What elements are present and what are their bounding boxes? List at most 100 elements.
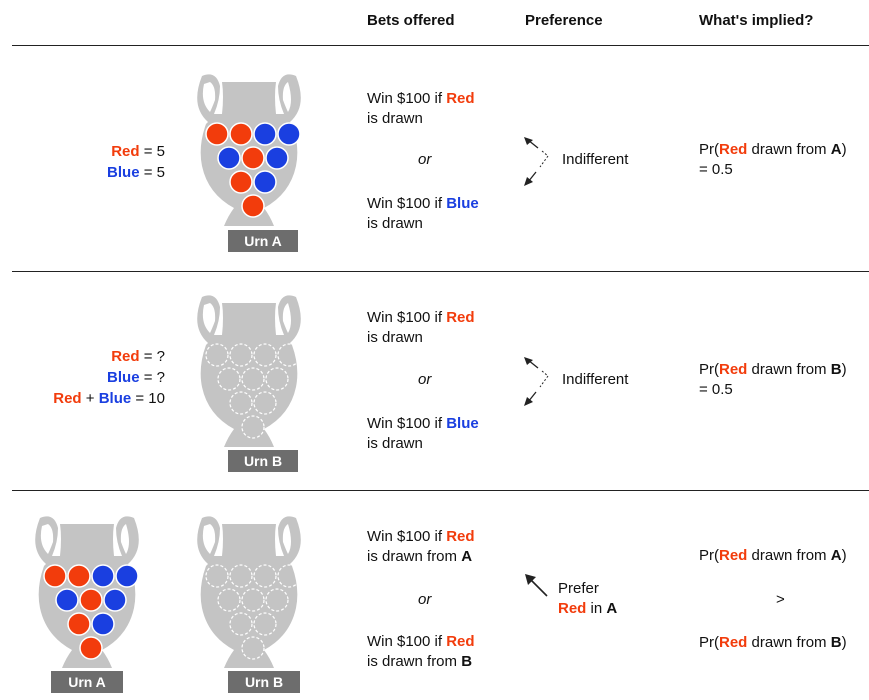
unknown-ball (241, 367, 265, 391)
implied-text: ) (841, 141, 847, 158)
bet-text: is drawn (367, 110, 423, 127)
row3-implied-b: Pr(Red drawn from B) (699, 634, 847, 651)
row2-ball-counts: Red = ? Blue = ? Red + Blue = 10 (53, 346, 165, 409)
red-word: Red (446, 309, 475, 326)
urn-b-label: Urn B (228, 450, 298, 472)
urn-a-balls (205, 122, 301, 218)
count-value: + (85, 390, 95, 407)
preference-text: Prefer (558, 580, 599, 597)
blue-ball (103, 588, 127, 612)
row2-implied: Pr(Red drawn from B) = 0.5 (699, 360, 847, 400)
urn-letter: B (830, 634, 842, 651)
red-word: Red (719, 361, 748, 378)
urn-body (197, 516, 301, 668)
blue-word: Blue (446, 415, 479, 432)
row2-preference: Indifferent (562, 371, 629, 388)
blue-word: Blue (446, 195, 479, 212)
urn-letter: A (830, 547, 842, 564)
blue-ball (277, 122, 301, 146)
row1-bet-red: Win $100 if Red is drawn (367, 89, 475, 129)
unknown-ball (265, 588, 289, 612)
implied-text: drawn from (751, 361, 827, 378)
unknown-ball (217, 588, 241, 612)
urn-b-vase-row3 (197, 516, 301, 668)
implied-text: drawn from (751, 547, 827, 564)
urn-a-label-row3: Urn A (51, 671, 123, 693)
implied-value: = 0.5 (699, 161, 733, 178)
unknown-ball (265, 367, 289, 391)
red-ball (241, 146, 265, 170)
urn-a-balls-row3 (43, 564, 139, 660)
unknown-ball (277, 564, 301, 588)
urn-b-vase (197, 295, 301, 447)
row2-bet-red: Win $100 if Red is drawn (367, 308, 475, 348)
bet-text: Win $100 if (367, 633, 443, 650)
bet-text: is drawn from (367, 653, 458, 670)
unknown-ball (241, 415, 265, 439)
blue-ball (91, 564, 115, 588)
row2-or: or (418, 371, 432, 388)
row1-bet-blue: Win $100 if Blue is drawn (367, 194, 479, 234)
red-ball (43, 564, 67, 588)
implied-text: Pr( (699, 361, 719, 378)
red-word: Red (719, 634, 748, 651)
blue-ball (115, 564, 139, 588)
bet-text: Win $100 if (367, 90, 443, 107)
bet-text: is drawn (367, 329, 423, 346)
row1-preference: Indifferent (562, 151, 629, 168)
unknown-ball (205, 564, 229, 588)
urn-letter: B (830, 361, 842, 378)
urn-b-unknown-balls (205, 343, 301, 439)
count-value: = 5 (143, 143, 165, 160)
divider-top (12, 45, 869, 46)
implied-text: ) (841, 547, 847, 564)
header-preference: Preference (525, 12, 603, 29)
red-ball (241, 194, 265, 218)
implied-text: drawn from (751, 141, 827, 158)
bet-text: Win $100 if (367, 309, 443, 326)
bet-text: is drawn from (367, 548, 458, 565)
unknown-ball (241, 636, 265, 660)
unknown-ball (253, 612, 277, 636)
red-ball (229, 122, 253, 146)
bet-text: Win $100 if (367, 415, 443, 432)
count-value: = ? (143, 369, 165, 386)
implied-text: ) (841, 634, 847, 651)
row3-bet-urn-a: Win $100 if Red is drawn from A (367, 527, 475, 567)
preference-text: in (590, 600, 603, 617)
red-word: Red (719, 547, 748, 564)
count-value: = ? (143, 348, 165, 365)
red-word: Red (53, 390, 82, 407)
red-ball (79, 588, 103, 612)
implied-text: drawn from (751, 634, 827, 651)
red-word: Red (446, 90, 475, 107)
unknown-ball (229, 343, 253, 367)
implied-text: ) (841, 361, 847, 378)
row1-indifferent-arrows (524, 137, 549, 186)
red-word: Red (558, 600, 587, 617)
urn-b-label-row3: Urn B (228, 671, 300, 693)
blue-ball (55, 588, 79, 612)
urn-b-unknown-balls-row3 (205, 564, 301, 660)
row1-implied: Pr(Red drawn from A) = 0.5 (699, 140, 847, 180)
red-word: Red (446, 633, 475, 650)
red-ball (205, 122, 229, 146)
divider-middle-2 (12, 490, 869, 491)
row1-ball-counts: Red = 5 Blue = 5 (107, 141, 165, 183)
row1-or: or (418, 151, 432, 168)
unknown-ball (229, 391, 253, 415)
unknown-ball (205, 343, 229, 367)
unknown-ball (253, 343, 277, 367)
row3-implied-a: Pr(Red drawn from A) (699, 547, 847, 564)
blue-word: Blue (98, 390, 132, 407)
red-word: Red (446, 528, 475, 545)
urn-letter: A (606, 600, 618, 617)
count-value: = 5 (143, 164, 165, 181)
row3-or: or (418, 591, 432, 608)
count-value: = 10 (135, 390, 165, 407)
header-bets-offered: Bets offered (367, 12, 455, 29)
blue-ball (217, 146, 241, 170)
row3-implied-greater: > (776, 591, 785, 608)
red-ball (67, 612, 91, 636)
row3-bet-urn-b: Win $100 if Red is drawn from B (367, 632, 475, 672)
